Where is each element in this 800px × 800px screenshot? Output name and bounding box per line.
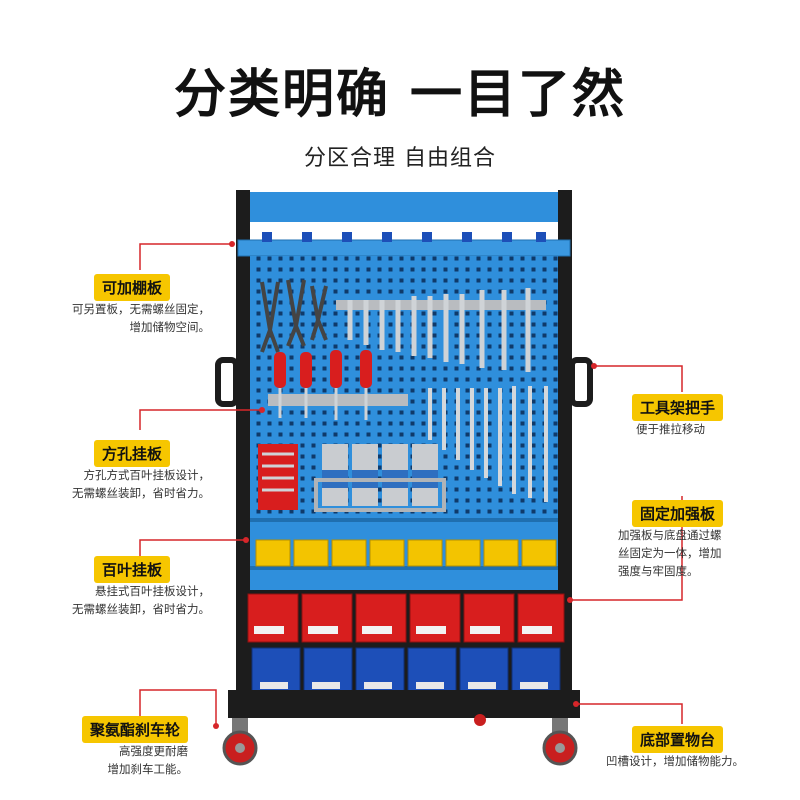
page-subtitle: 分区合理 自由组合 [304, 146, 496, 171]
rack-header [250, 192, 558, 222]
desc-base: 凹槽设计，增加储物能力。 [606, 754, 744, 768]
label-reinforce: 固定加强板 [632, 500, 724, 527]
desc-louver: 悬挂式百叶挂板设计， 无需螺丝装卸，省时省力。 [72, 584, 210, 616]
wrench-bar [336, 300, 546, 310]
desc-shelf: 可另置板，无需螺丝固定， 增加储物空间。 [72, 302, 210, 334]
page-title: 分类明确 一目了然 [173, 65, 627, 125]
label-square-hole: 方孔挂板 [94, 440, 171, 467]
desc-reinforce: 加强板与底盘通过螺 丝固定为一体，增加 强度与牢固度。 [618, 528, 722, 578]
desc-square-hole: 方孔方式百叶挂板设计， 无需螺丝装卸，省时省力。 [72, 468, 210, 500]
spray-cans [322, 444, 438, 506]
wheels [222, 714, 578, 766]
screwdriver-bar [268, 394, 408, 406]
label-base: 底部置物台 [632, 726, 724, 753]
wrenches [347, 288, 531, 372]
frame-right-post [558, 190, 572, 710]
can-holder [314, 478, 446, 512]
label-shelf: 可加棚板 [94, 274, 171, 301]
label-louver: 百叶挂板 [94, 556, 171, 583]
top-shelf [237, 239, 571, 257]
screwdrivers [274, 350, 372, 420]
label-handle: 工具架把手 [632, 394, 724, 421]
handle-right [569, 357, 593, 407]
pliers [260, 279, 328, 353]
shelf-clips [262, 232, 546, 242]
label-wheel: 聚氨酯刹车轮 [82, 716, 189, 743]
callout-lines [139, 243, 683, 726]
handle-left [215, 357, 239, 407]
frame-left-post [236, 190, 250, 710]
base-platform [228, 690, 580, 718]
combination-wrenches [428, 386, 548, 502]
desc-handle: 便于推拉移动 [636, 422, 705, 436]
desc-wheel: 高强度更耐磨 增加刹车工能。 [107, 744, 189, 776]
yellow-bins [255, 539, 557, 567]
